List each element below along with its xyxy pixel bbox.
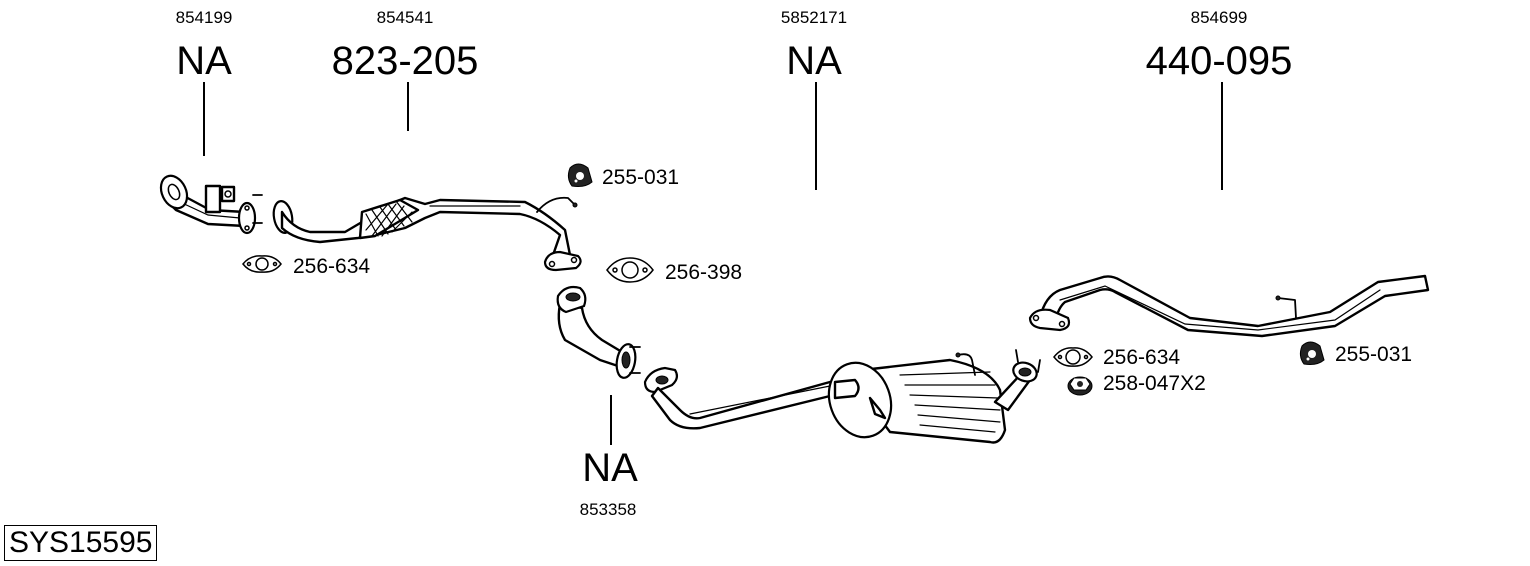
down-pipe-853358[interactable] (556, 285, 641, 379)
oe-number-854699: 854699 (1190, 8, 1248, 27)
middle-silencer-5852171[interactable] (643, 349, 1041, 446)
accessory-label[interactable]: 255-031 (1335, 343, 1413, 366)
accessory-label[interactable]: 256-398 (665, 261, 743, 284)
leader-line (1221, 82, 1223, 190)
leader-line (203, 82, 205, 156)
oe-number-854199: 854199 (175, 8, 233, 27)
accessory-label[interactable]: 256-634 (1103, 346, 1181, 369)
front-pipe-854199[interactable] (156, 172, 263, 235)
leader-line (407, 82, 409, 131)
rubber-hanger-icon[interactable] (567, 163, 593, 187)
oe-number-853358: 853358 (579, 500, 637, 519)
leader-line (610, 395, 612, 445)
gasket-icon[interactable] (242, 255, 282, 273)
system-id-box: SYS15595 (4, 525, 158, 561)
accessory-label[interactable]: 258-047X2 (1103, 372, 1206, 395)
gasket-icon[interactable] (1053, 347, 1093, 367)
accessory-label[interactable]: 256-634 (293, 255, 371, 278)
part-number-label[interactable]: 823-205 (331, 39, 479, 83)
part-number-label[interactable]: NA (582, 446, 638, 490)
part-number-label[interactable]: NA (176, 39, 232, 83)
leader-line (815, 82, 817, 190)
tail-pipe-440-095[interactable] (1028, 274, 1430, 338)
flex-pipe-823-205[interactable] (271, 196, 582, 272)
gasket-icon[interactable] (606, 257, 654, 283)
accessory-label[interactable]: 255-031 (602, 166, 680, 189)
oe-number-5852171: 5852171 (780, 8, 848, 27)
part-number-label[interactable]: 440-095 (1145, 39, 1293, 83)
braided-flex-section (365, 200, 413, 237)
oe-number-854541: 854541 (376, 8, 434, 27)
part-number-label[interactable]: NA (786, 39, 842, 83)
flange-nut-icon[interactable] (1067, 376, 1093, 396)
rubber-hanger-icon[interactable] (1299, 341, 1325, 365)
